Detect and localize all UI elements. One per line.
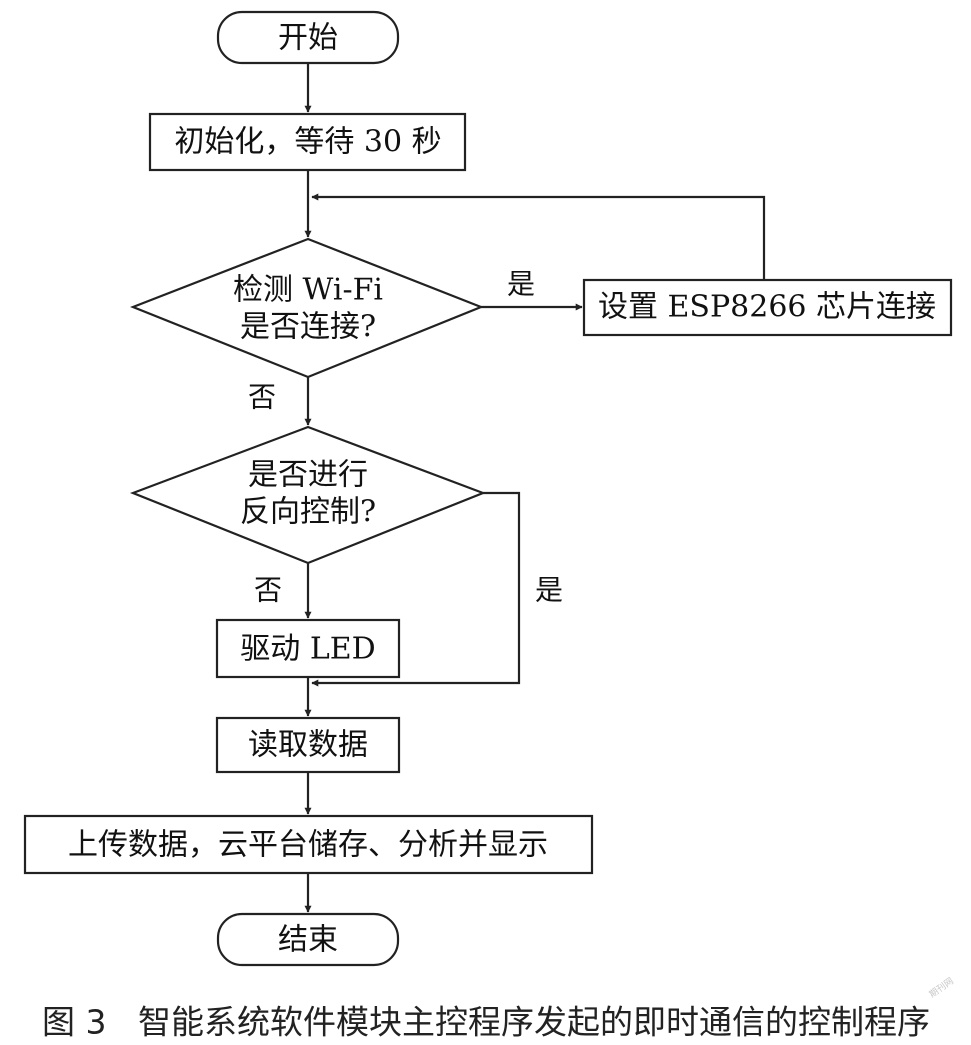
init-label: 初始化，等待 30 秒: [174, 125, 441, 160]
drive-led-node: [215, 618, 401, 679]
yes-label-wifi: 是: [507, 268, 535, 301]
upload-label: 上传数据，云平台储存、分析并显示: [68, 828, 548, 863]
check-wifi-node: [130, 237, 484, 379]
init-node: [148, 112, 467, 172]
figure-caption: 图 3 智能系统软件模块主控程序发起的即时通信的控制程序: [42, 1003, 930, 1042]
upload-node: [23, 814, 594, 875]
end-label: 结束: [278, 923, 338, 958]
set-esp-label: 设置 ESP8266 芯片连接: [598, 290, 936, 325]
read-data-label: 读取数据: [248, 728, 368, 763]
end-node: [216, 912, 400, 967]
reverse-check-node: [129, 425, 487, 565]
reverse-check-label-line1: 是否进行: [248, 458, 368, 493]
no-label-reverse: 否: [254, 574, 282, 607]
drive-led-label: 驱动 LED: [240, 632, 375, 667]
edge-esp-loop-back: [311, 193, 766, 280]
edge-reverse-yes-bypass: [311, 491, 521, 687]
watermark-logo: 期刊网: [927, 975, 956, 1000]
check-wifi-label-line2: 是否连接?: [240, 310, 376, 345]
yes-label-reverse: 是: [535, 574, 563, 607]
set-esp-node: [582, 278, 953, 337]
reverse-check-label-line2: 反向控制?: [240, 495, 376, 530]
start-label: 开始: [278, 21, 338, 56]
start-node: [216, 10, 400, 65]
read-data-node: [215, 716, 401, 774]
no-label-wifi: 否: [248, 381, 276, 414]
check-wifi-label-line1: 检测 Wi-Fi: [233, 273, 383, 308]
